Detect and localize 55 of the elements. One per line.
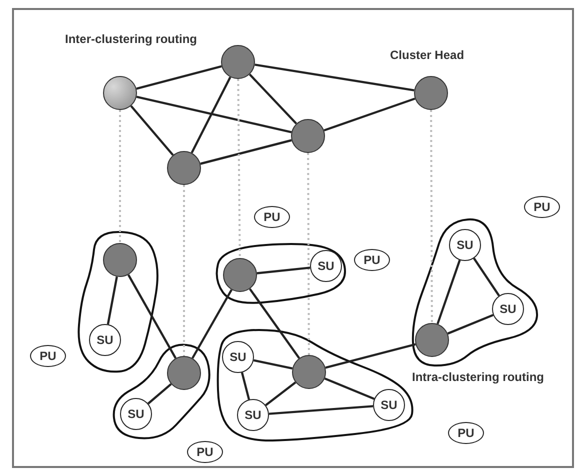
secondary-user-node: SU [222, 341, 254, 373]
primary-user-node: PU [448, 422, 484, 444]
projection-line [307, 153, 310, 355]
cluster-head-node [292, 355, 326, 389]
link-line [147, 383, 172, 404]
link-line [248, 288, 300, 359]
link-line [256, 266, 310, 274]
link-line [248, 74, 298, 124]
link-line [254, 64, 414, 92]
secondary-user-node: SU [120, 398, 152, 430]
link-line [191, 289, 233, 359]
cluster-head-node [414, 76, 448, 110]
cluster-head-node [167, 151, 201, 185]
secondary-user-node: SU [237, 399, 269, 431]
link-line [240, 372, 250, 400]
projection-line [119, 110, 121, 243]
projection-line [237, 79, 241, 258]
link-line [136, 96, 292, 134]
projection-line [430, 110, 433, 323]
link-line [325, 343, 416, 369]
link-line [324, 98, 416, 132]
primary-user-node: PU [187, 441, 223, 463]
link-line [200, 139, 292, 165]
primary-user-node: PU [254, 206, 290, 228]
primary-user-node: PU [354, 249, 390, 271]
link-line [127, 274, 177, 359]
secondary-user-node: SU [373, 389, 405, 421]
primary-user-node: PU [30, 345, 66, 367]
link-line [447, 314, 494, 335]
cluster-head-node [223, 258, 257, 292]
cluster-head-node [221, 45, 255, 79]
link-line [190, 76, 232, 154]
secondary-user-node: SU [449, 229, 481, 261]
cluster-head-node [167, 356, 201, 390]
projection-line [183, 185, 185, 356]
cluster-head-node [415, 323, 449, 357]
link-line [324, 377, 375, 400]
primary-user-node: PU [524, 196, 560, 218]
link-line [268, 405, 374, 415]
secondary-user-node: SU [310, 250, 342, 282]
secondary-user-node: SU [89, 324, 121, 356]
annotation-label: Intra-clustering routing [412, 370, 544, 384]
link-line [130, 105, 174, 156]
cluster-head-node [291, 119, 325, 153]
link-line [106, 276, 118, 324]
cluster-head-node [103, 76, 137, 110]
link-line [436, 260, 461, 324]
link-line [136, 65, 222, 90]
cluster-head-node [103, 243, 137, 277]
annotation-label: Inter-clustering routing [65, 32, 197, 46]
link-line [473, 258, 500, 296]
link-line [253, 359, 293, 370]
link-line [265, 381, 296, 406]
secondary-user-node: SU [492, 293, 524, 325]
annotation-label: Cluster Head [390, 48, 464, 62]
